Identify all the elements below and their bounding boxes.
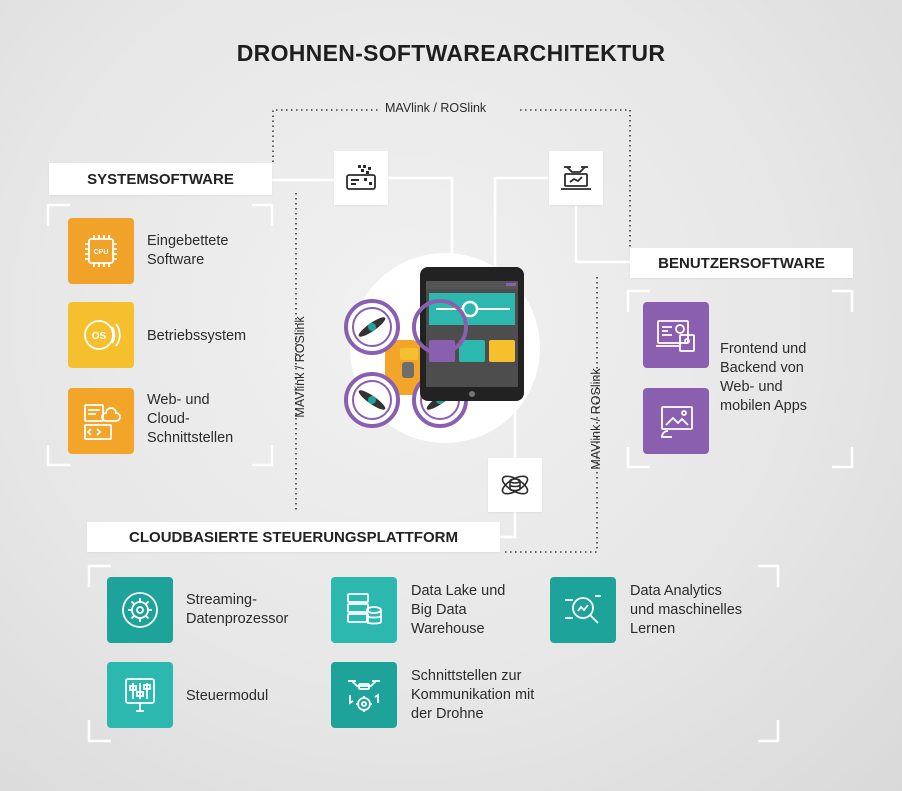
drone-gear-icon <box>348 680 380 712</box>
data-lake-label: Data Lake und Big Data Warehouse <box>411 583 506 637</box>
data-atom-icon <box>501 475 529 495</box>
drone-laptop-icon <box>561 166 591 190</box>
systemsoftware-header: SYSTEMSOFTWARE <box>49 163 272 195</box>
svg-text:CPU: CPU <box>94 249 109 256</box>
cpu-chip-icon: CPU <box>85 235 117 267</box>
tablet-icon <box>420 267 524 401</box>
top-link-label: MAVlink / ROSlink <box>385 101 487 115</box>
control-sliders-icon <box>125 678 155 712</box>
embedded-software-tile: CPU <box>68 218 134 284</box>
drone-interface-tile <box>331 662 397 728</box>
drone-laptop-box <box>549 151 603 205</box>
dashboard-devices-tile <box>643 302 709 368</box>
left-link-label: MAVlink / ROSlink <box>293 316 307 418</box>
analytics-magnifier-icon <box>565 595 601 624</box>
streaming-processor-label: Streaming- Datenprozessor <box>186 592 289 627</box>
drone-interface-label: Schnittstellen zur Kommunikation mit der… <box>411 668 535 722</box>
analytics-label: Data Analytics und maschinelles Lernen <box>630 583 743 637</box>
web-cloud-label: Web- und Cloud- Schnittstellen <box>147 392 234 446</box>
data-hub-box <box>488 458 542 512</box>
benutzersoftware-label: Frontend und Backend von Web- und mobile… <box>720 341 808 414</box>
tablet-image-icon <box>661 406 693 438</box>
drone-front-rotor <box>414 301 466 353</box>
operating-system-label: Betriebssystem <box>147 328 247 344</box>
compute-module-box <box>334 151 388 205</box>
cloud-platform-header: CLOUDBASIERTE STEUERUNGSPLATTFORM <box>87 522 500 552</box>
web-cloud-tile <box>68 388 134 454</box>
data-lake-tile <box>331 577 397 643</box>
os-disc-icon: OS <box>84 320 121 350</box>
benutzersoftware-header: BENUTZERSOFTWARE <box>630 248 853 278</box>
svg-text:OS: OS <box>92 331 107 342</box>
control-module-label: Steuermodul <box>186 688 269 704</box>
compute-module-icon <box>346 165 376 190</box>
gear-stream-icon <box>122 592 158 628</box>
web-cloud-interface-icon <box>84 404 121 440</box>
page-title: DROHNEN-SOFTWAREARCHITEKTUR <box>236 40 666 66</box>
analytics-tile <box>550 577 616 643</box>
dashboard-devices-icon <box>656 320 695 352</box>
streaming-processor-tile <box>107 577 173 643</box>
control-module-tile <box>107 662 173 728</box>
drone-tablet-illustration <box>344 253 540 443</box>
tablet-image-tile <box>643 388 709 454</box>
operating-system-tile: OS <box>68 302 134 368</box>
right-link-label: MAVlink / ROSlink <box>589 368 603 470</box>
database-server-icon <box>347 593 382 625</box>
embedded-software-label: Eingebettete Software <box>147 233 229 268</box>
